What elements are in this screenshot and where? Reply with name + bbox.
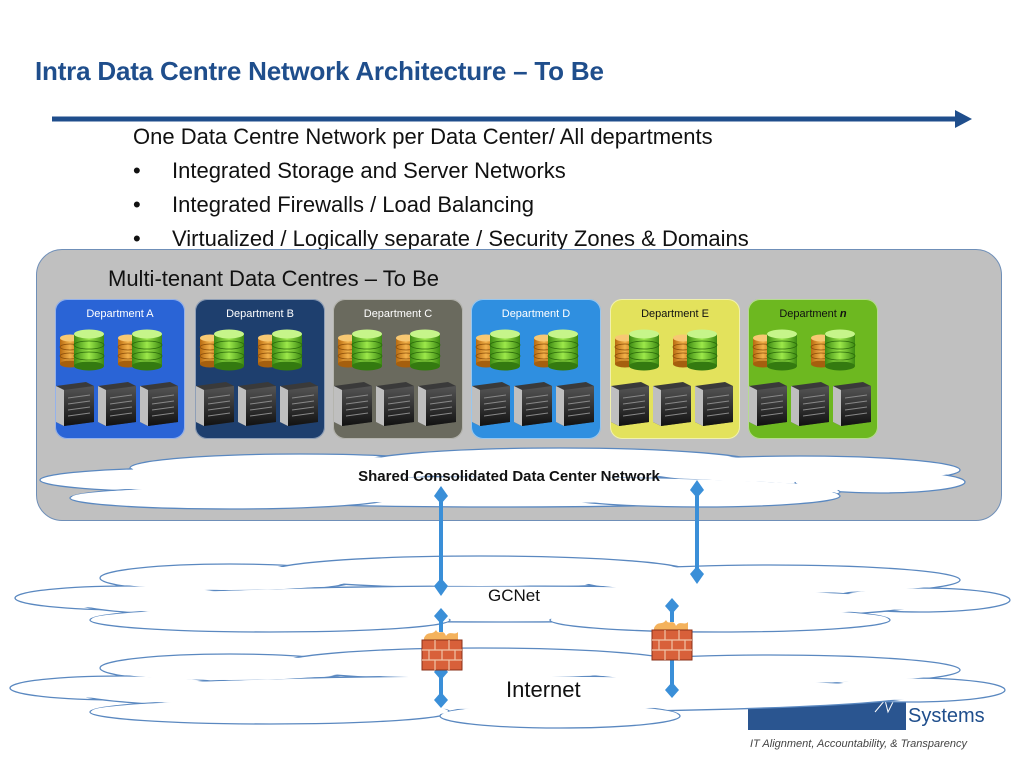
database-icon bbox=[337, 329, 383, 371]
database-icon bbox=[752, 329, 798, 371]
server-icon bbox=[139, 381, 179, 427]
department-n-equipment bbox=[748, 329, 872, 427]
department-label: Department B bbox=[226, 308, 294, 320]
department-e-equipment bbox=[610, 329, 734, 427]
server-icon bbox=[279, 381, 319, 427]
bullet-item: Integrated Storage and Server Networks bbox=[133, 154, 749, 188]
department-a-equipment bbox=[55, 329, 179, 427]
server-icon bbox=[417, 381, 457, 427]
database-icon bbox=[672, 329, 718, 371]
department-label: Department C bbox=[363, 308, 433, 320]
department-label: Department A bbox=[86, 308, 154, 320]
firewall-icon bbox=[421, 629, 463, 671]
department-label: Department n bbox=[779, 308, 847, 320]
container-title: Multi-tenant Data Centres – To Be bbox=[108, 266, 439, 291]
department-d-equipment bbox=[471, 329, 595, 427]
database-icon bbox=[614, 329, 660, 371]
server-icon bbox=[555, 381, 595, 427]
server-icon bbox=[97, 381, 137, 427]
bullet-item: Integrated Firewalls / Load Balancing bbox=[133, 188, 749, 222]
server-icon bbox=[748, 381, 788, 427]
logo-text: Systems bbox=[908, 705, 985, 727]
internet-cloud-fill bbox=[12, 650, 1003, 725]
database-icon bbox=[475, 329, 521, 371]
logo-tagline: IT Alignment, Accountability, & Transpar… bbox=[750, 738, 968, 750]
server-icon bbox=[790, 381, 830, 427]
database-icon bbox=[59, 329, 105, 371]
server-icon bbox=[55, 381, 95, 427]
server-icon bbox=[195, 381, 235, 427]
database-icon bbox=[810, 329, 856, 371]
slide-title: Intra Data Centre Network Architecture –… bbox=[35, 56, 604, 86]
database-icon bbox=[199, 329, 245, 371]
bullet-list: One Data Centre Network per Data Center/… bbox=[133, 120, 749, 256]
connector-left bbox=[434, 486, 448, 708]
gcnet-label: GCNet bbox=[488, 586, 540, 605]
firewall-icon bbox=[651, 619, 693, 661]
server-icon bbox=[237, 381, 277, 427]
connector-right bbox=[665, 480, 704, 698]
database-icon bbox=[117, 329, 163, 371]
server-icon bbox=[375, 381, 415, 427]
server-icon bbox=[333, 381, 373, 427]
server-icon bbox=[652, 381, 692, 427]
shared-cloud-fill bbox=[42, 450, 963, 506]
database-icon bbox=[257, 329, 303, 371]
shared-network-label: Shared Consolidated Data Center Network bbox=[358, 468, 660, 485]
server-icon bbox=[610, 381, 650, 427]
department-label: Department D bbox=[501, 308, 571, 320]
server-icon bbox=[513, 381, 553, 427]
server-icon bbox=[832, 381, 872, 427]
database-icon bbox=[533, 329, 579, 371]
department-c-equipment bbox=[333, 329, 457, 427]
logo-mark bbox=[874, 698, 894, 714]
bullet-heading: One Data Centre Network per Data Center/… bbox=[133, 124, 713, 149]
department-b-equipment bbox=[195, 329, 319, 427]
department-label: Department E bbox=[641, 308, 709, 320]
internet-label: Internet bbox=[506, 677, 581, 702]
gcnet-cloud-fill bbox=[17, 558, 1008, 629]
bullet-item: Virtualized / Logically separate / Secur… bbox=[133, 222, 749, 256]
server-icon bbox=[471, 381, 511, 427]
server-icon bbox=[694, 381, 734, 427]
database-icon bbox=[395, 329, 441, 371]
